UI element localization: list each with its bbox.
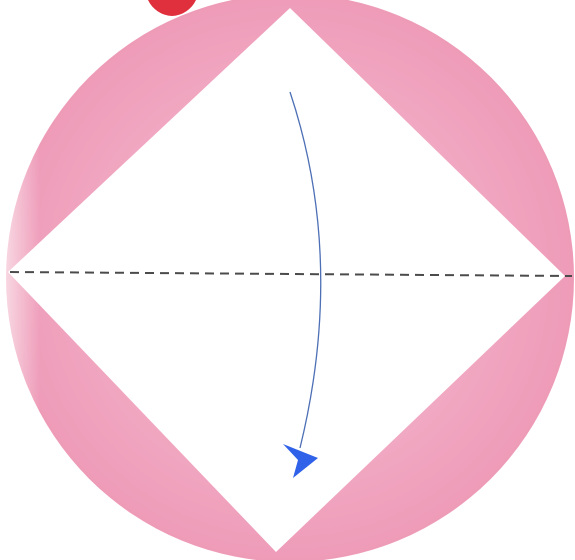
origami-svg [0,0,575,560]
origami-step-diagram [0,0,575,560]
